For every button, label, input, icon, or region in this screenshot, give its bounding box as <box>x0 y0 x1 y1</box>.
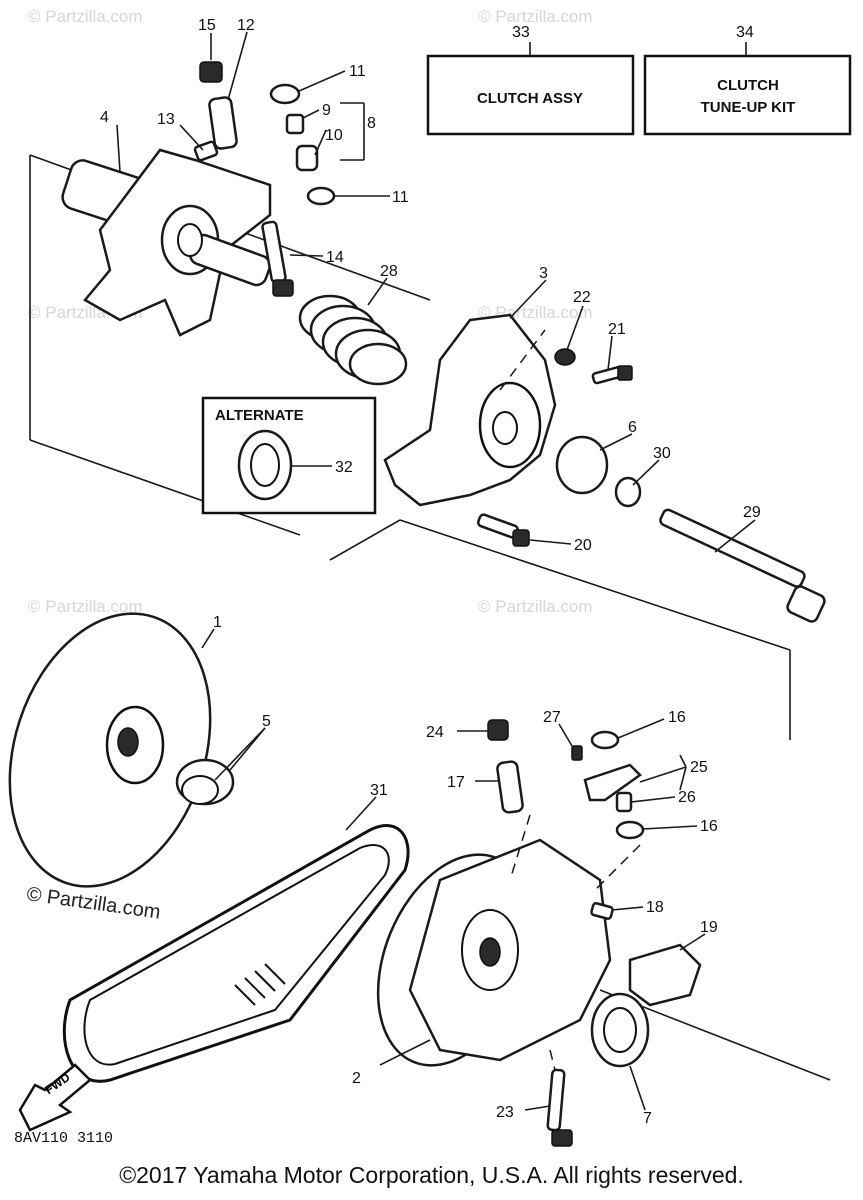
watermark-text: © Partzilla.com <box>478 597 593 616</box>
callout-22: 22 <box>573 289 591 306</box>
callout-17: 17 <box>447 774 465 791</box>
callout-14: 14 <box>326 249 344 266</box>
secondary-hardware[interactable] <box>487 719 702 1147</box>
fwd-arrow: FWD <box>18 1063 92 1132</box>
part-28-spring[interactable] <box>298 294 408 386</box>
callout-34: 34 <box>736 24 754 41</box>
part-4-fixed-sheave-hub[interactable] <box>59 148 272 337</box>
callout-12: 12 <box>237 17 255 34</box>
callout-29: 29 <box>743 504 761 521</box>
tune-up-kit-box[interactable]: 34 CLUTCH TUNE-UP KIT <box>643 24 852 136</box>
callout-32: 32 <box>335 459 353 476</box>
callout-23: 23 <box>496 1104 514 1121</box>
part-3-cover[interactable] <box>383 313 557 507</box>
callout-21: 21 <box>608 321 626 338</box>
part-1-sheave[interactable] <box>0 587 244 912</box>
callout-5: 5 <box>262 713 271 730</box>
callout-1: 1 <box>213 614 222 631</box>
diagram-reference-code: 8AV110 3110 <box>14 1130 114 1147</box>
callout-9: 9 <box>322 102 331 119</box>
clutch-assy-label: CLUTCH ASSY <box>477 90 583 107</box>
callout-19: 19 <box>700 919 718 936</box>
callout-28: 28 <box>380 263 398 280</box>
watermark-text: © Partzilla.com <box>478 7 593 26</box>
watermark-text: © Partzilla.com <box>28 597 143 616</box>
callout-31: 31 <box>370 782 388 799</box>
callout-16: 16 <box>700 818 718 835</box>
callout-7: 7 <box>643 1110 652 1127</box>
callout-11: 11 <box>349 63 366 80</box>
callout-3: 3 <box>539 265 548 282</box>
tune-up-kit-label-line1: CLUTCH <box>717 77 779 94</box>
alternate-box[interactable]: ALTERNATE 32 <box>201 396 377 515</box>
callout-16: 16 <box>668 709 686 726</box>
clutch-assy-box[interactable]: 33 CLUTCH ASSY <box>426 24 635 136</box>
callout-2: 2 <box>352 1070 361 1087</box>
callout-25: 25 <box>690 759 708 776</box>
watermark-text: © Partzilla.com <box>28 7 143 26</box>
callout-18: 18 <box>646 899 664 916</box>
alternate-title: ALTERNATE <box>215 407 304 424</box>
callout-labels: 15 12 13 4 11 9 10 8 11 14 28 3 22 21 6 … <box>100 17 761 1127</box>
callout-24: 24 <box>426 724 444 741</box>
callout-4: 4 <box>100 109 109 126</box>
callout-13: 13 <box>157 111 175 128</box>
dashed-guides <box>499 329 641 1071</box>
callout-20: 20 <box>574 537 592 554</box>
callout-11: 11 <box>392 189 409 206</box>
callout-10: 10 <box>325 127 343 144</box>
callout-27: 27 <box>543 709 561 726</box>
tune-up-kit-label-line2: TUNE-UP KIT <box>701 99 796 116</box>
cover-hardware[interactable] <box>477 348 826 623</box>
part-31-drive-belt[interactable] <box>62 824 410 1083</box>
callout-26: 26 <box>678 789 696 806</box>
callout-8: 8 <box>367 115 376 132</box>
part-2-secondary-sheave[interactable] <box>349 832 612 1088</box>
partzilla-watermark: © Partzilla.com <box>25 883 162 924</box>
part-5-bushing[interactable] <box>175 758 235 806</box>
callout-30: 30 <box>653 445 671 462</box>
callout-33: 33 <box>512 24 530 41</box>
leader-lines <box>116 31 756 1111</box>
callout-6: 6 <box>628 419 637 436</box>
copyright-notice: ©2017 Yamaha Motor Corporation, U.S.A. A… <box>119 1162 744 1188</box>
callout-15: 15 <box>198 17 216 34</box>
top-small-parts[interactable] <box>193 61 336 297</box>
